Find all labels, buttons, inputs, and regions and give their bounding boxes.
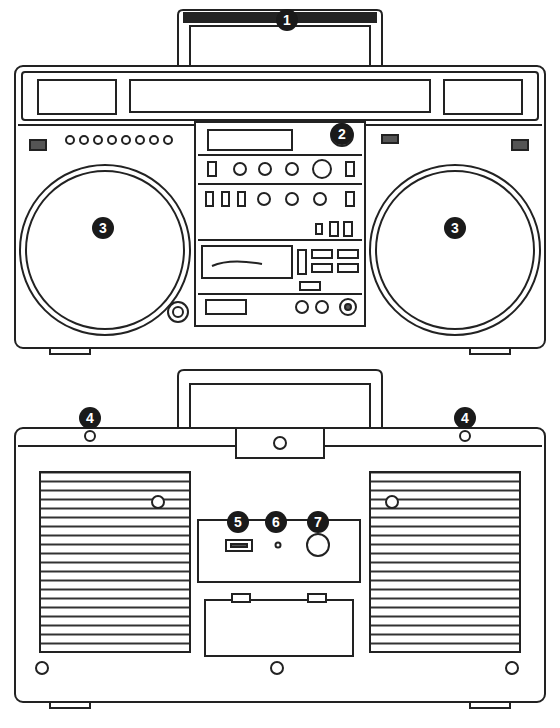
handle xyxy=(178,10,382,68)
callout-number: 1 xyxy=(276,9,298,31)
preset-buttons xyxy=(66,136,172,144)
card-slot xyxy=(206,300,246,314)
top-strip xyxy=(22,72,538,120)
controls-row-2 xyxy=(206,192,354,206)
screw xyxy=(460,431,470,441)
front-button xyxy=(168,302,188,322)
front-housing xyxy=(15,66,545,348)
left-grille xyxy=(40,472,190,652)
indicator xyxy=(276,543,281,548)
cassette-slot xyxy=(202,246,292,278)
power-jack xyxy=(307,534,329,556)
led xyxy=(512,140,528,150)
handle-mount xyxy=(236,428,324,458)
control-panel xyxy=(195,122,365,326)
handle xyxy=(178,370,382,430)
screw xyxy=(271,662,283,674)
handle-inner xyxy=(190,26,370,68)
battery-door xyxy=(205,600,353,656)
callout-number: 2 xyxy=(331,123,353,145)
right-grille xyxy=(370,472,520,652)
led xyxy=(30,140,46,150)
back-view xyxy=(15,370,545,708)
back-housing xyxy=(15,428,545,702)
screw xyxy=(85,431,95,441)
knob xyxy=(331,124,353,146)
controls-row-1 xyxy=(208,160,354,178)
callout-number: 4 xyxy=(79,407,101,429)
callout-number: 5 xyxy=(227,511,249,533)
usb-port xyxy=(226,540,252,551)
screw xyxy=(36,662,48,674)
screw xyxy=(506,662,518,674)
callout-number: 3 xyxy=(92,217,114,239)
right-speaker xyxy=(370,165,540,335)
left-window xyxy=(38,80,116,114)
display xyxy=(208,130,292,150)
right-window xyxy=(444,80,522,114)
callout-number: 6 xyxy=(265,511,287,533)
front-view xyxy=(15,10,545,354)
top-slot xyxy=(130,80,430,112)
callout-number: 7 xyxy=(307,511,329,533)
left-speaker xyxy=(20,165,190,335)
callout-number: 4 xyxy=(454,407,476,429)
callout-number: 3 xyxy=(444,217,466,239)
